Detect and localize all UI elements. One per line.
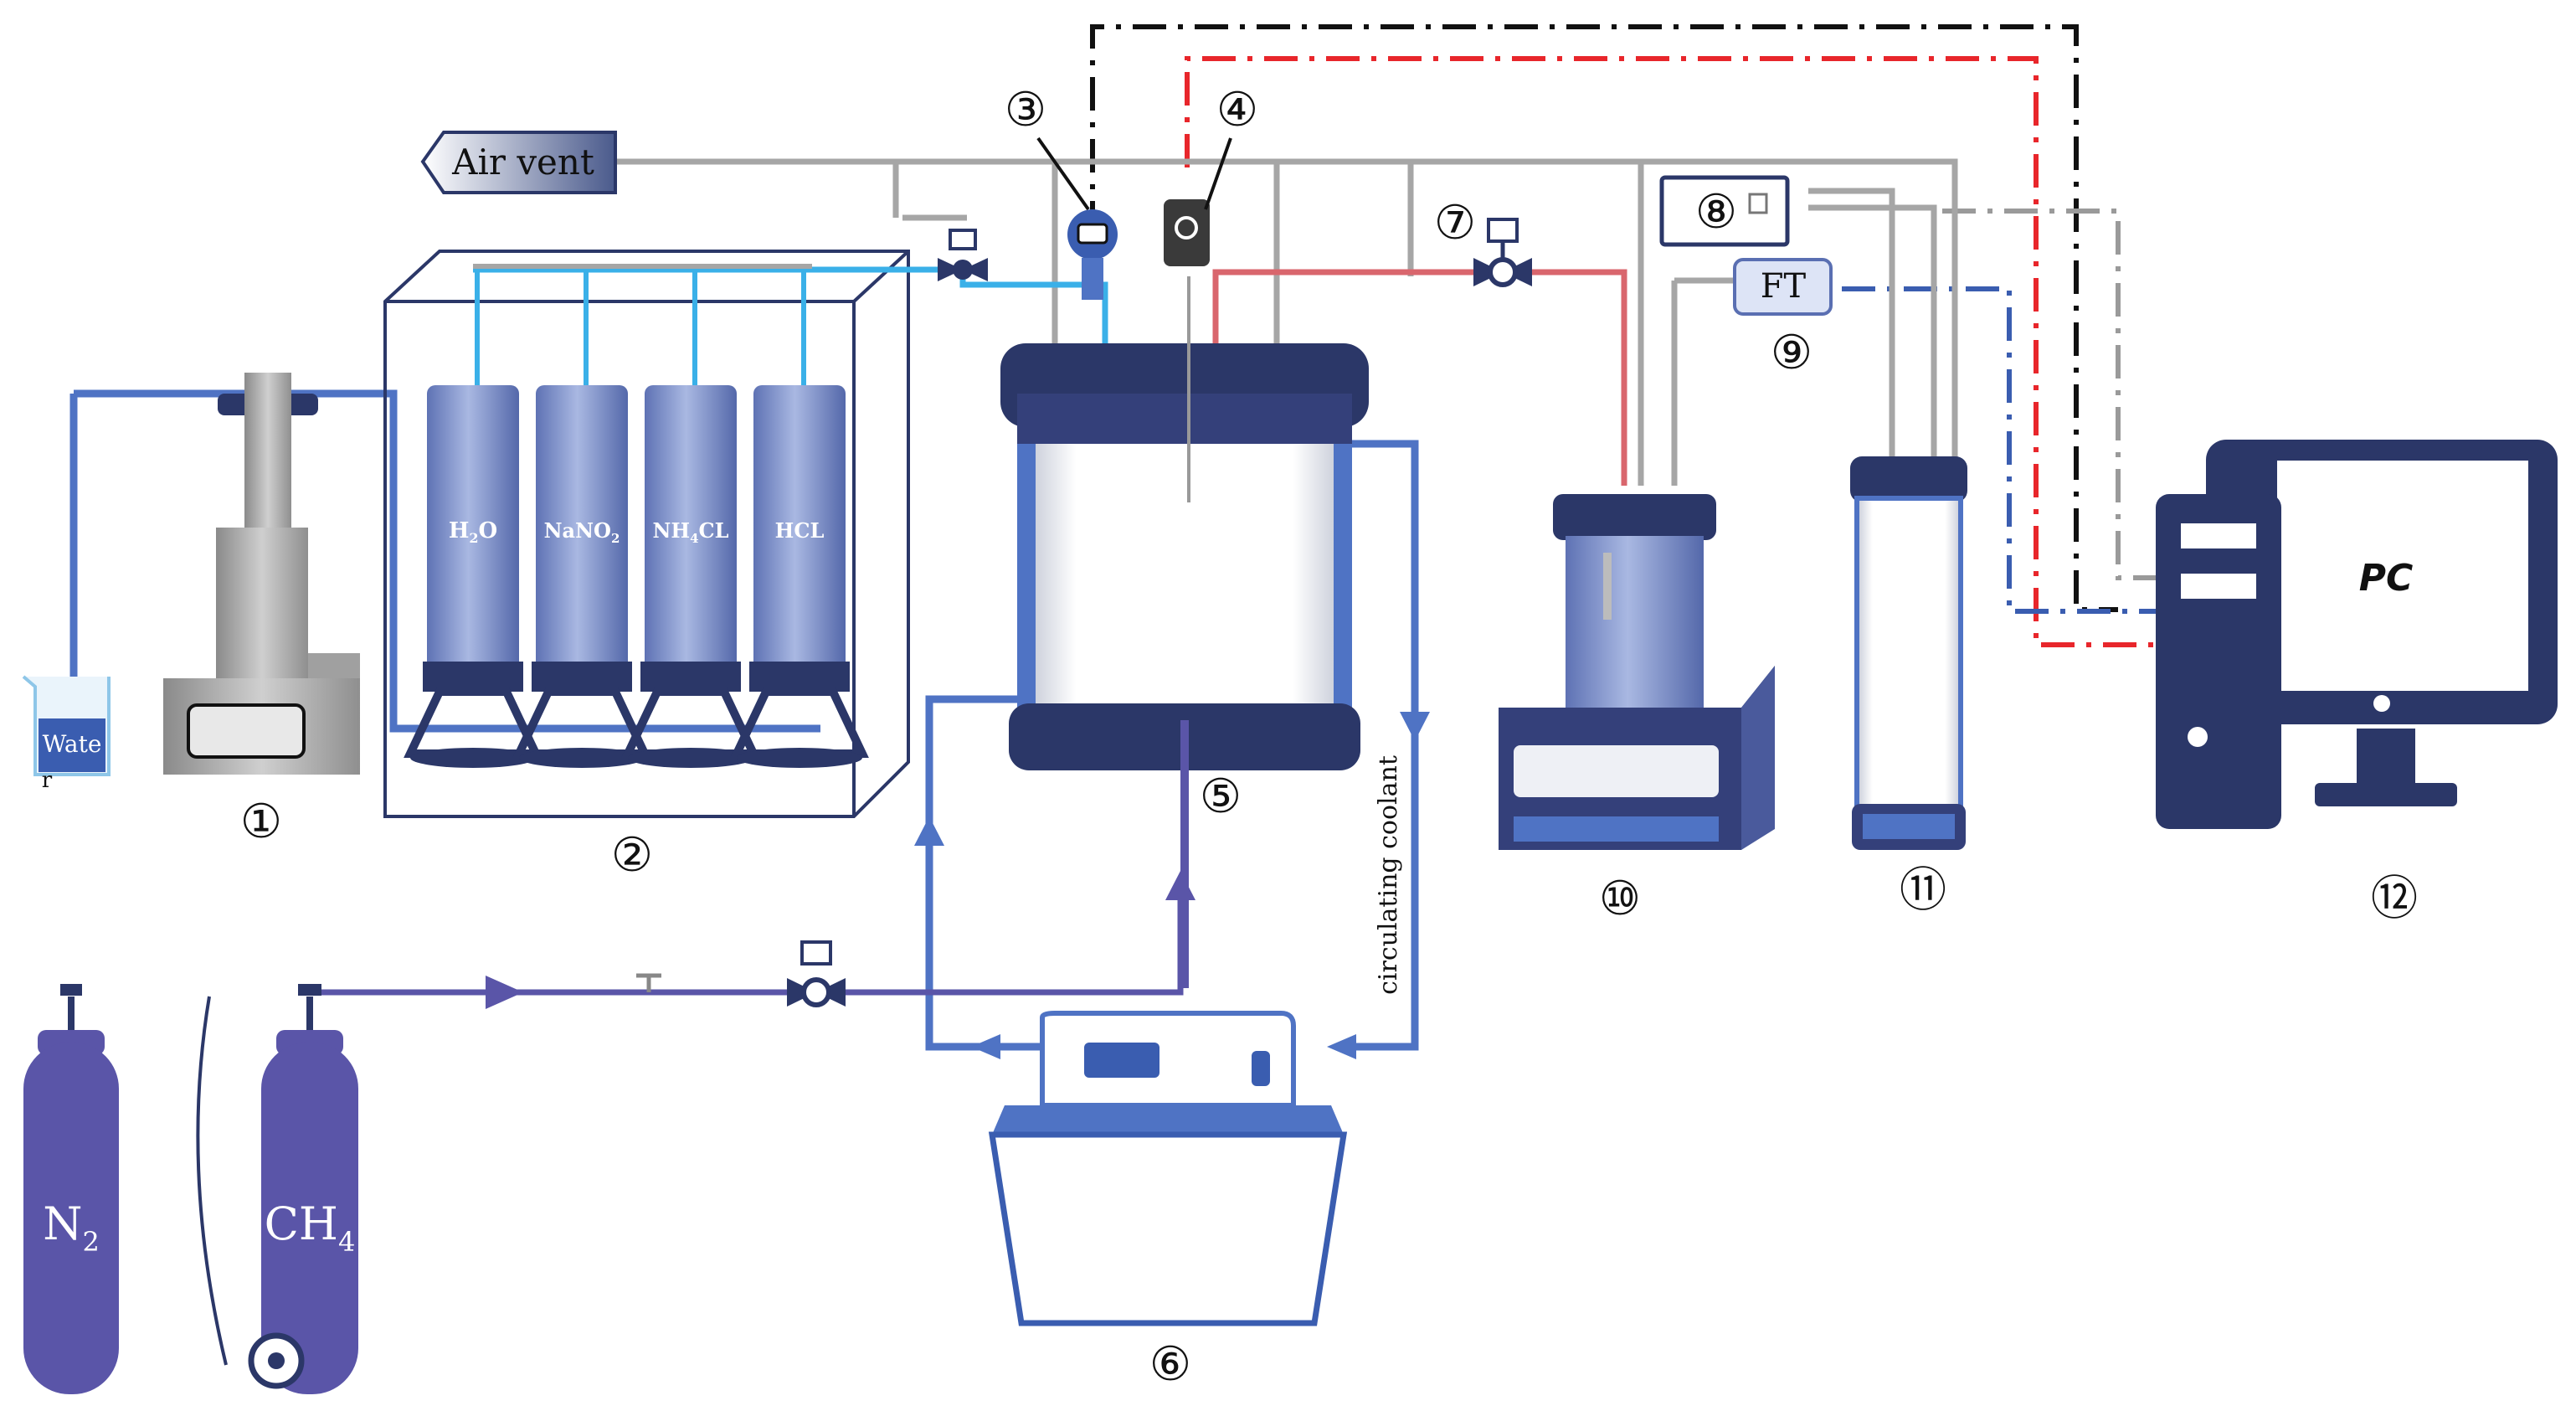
flow-transmitter: FT [1733, 258, 1833, 316]
label-8: ⑧ [1695, 185, 1737, 239]
vent-pipes [615, 158, 1958, 486]
reagent-cylinder-h2o: H2O [404, 385, 542, 768]
water-label-tail: r [42, 768, 53, 793]
reagent-cylinder-hcl: HCL [730, 385, 869, 768]
blue-signal-line [1842, 286, 2185, 614]
label-11: ⑪ [1900, 863, 1946, 918]
pump-1 [163, 373, 360, 775]
label-10: ⑩ [1599, 872, 1641, 926]
nh4cl-label: NH [652, 518, 690, 543]
pressure-sensor [1067, 209, 1118, 300]
svg-text:CH4: CH4 [265, 1197, 356, 1258]
label-3: ③ [1005, 83, 1046, 137]
label-9: ⑨ [1771, 326, 1812, 380]
red-gas-pipe [1212, 269, 1627, 486]
label-2: ② [611, 828, 653, 883]
pc: PC [2156, 440, 2558, 829]
gray-signal-line [1942, 209, 2156, 580]
chiller [988, 1011, 1348, 1326]
reactor [925, 276, 1419, 1051]
nano2-label: NaNO [544, 518, 611, 543]
coolant-loop [925, 720, 1419, 1051]
hcl-label: HCL [775, 518, 825, 543]
black-signal-line [1090, 24, 2118, 612]
device-8 [1659, 175, 1790, 247]
pc-label: PC [2359, 557, 2414, 600]
reagent-cylinder-nano2: NaNO2 [512, 385, 651, 768]
label-6: ⑥ [1149, 1337, 1191, 1392]
ch4-label: CH [265, 1197, 338, 1250]
h2o-label: H [449, 518, 470, 543]
water-supply: Wate r [22, 389, 820, 793]
n2-label: N [43, 1197, 82, 1250]
label-12: ⑫ [2371, 872, 2418, 926]
gas-line [318, 871, 1195, 1009]
svg-text:NH4CL: NH4CL [652, 518, 728, 546]
n2-bottle: N2 [23, 984, 119, 1394]
air-vent: Air vent [420, 131, 617, 194]
signal-lines [1090, 24, 2185, 647]
svg-text:H2O: H2O [449, 518, 497, 546]
temperature-sensor [1164, 199, 1210, 266]
flow-arrows [914, 712, 1430, 1059]
valve-icon [938, 229, 988, 281]
svg-text:NaNO2: NaNO2 [544, 518, 620, 546]
label-7: ⑦ [1434, 196, 1476, 250]
coolant-label: circulating coolant [1374, 755, 1403, 995]
label-1: ① [240, 795, 282, 849]
label-5: ⑤ [1200, 770, 1242, 824]
ft-label: FT [1761, 267, 1807, 306]
device-10 [1499, 494, 1775, 850]
water-label: Wate [43, 730, 102, 758]
device-11 [1850, 456, 1967, 850]
red-signal-line [1185, 56, 2156, 647]
valve-7-icon [1473, 218, 1532, 287]
svg-text:N2: N2 [43, 1197, 100, 1258]
label-4: ④ [1216, 83, 1258, 137]
gas-valve-icon [801, 977, 831, 1007]
air-vent-label: Air vent [451, 142, 594, 183]
number-labels: ① ② ③ ④ ⑤ ⑥ ⑦ ⑧ ⑨ ⑩ ⑪ ⑫ [240, 83, 2418, 1392]
ch4-bottle: CH4 [196, 984, 358, 1394]
reagent-cylinder-nh4cl: NH4CL [621, 385, 760, 768]
